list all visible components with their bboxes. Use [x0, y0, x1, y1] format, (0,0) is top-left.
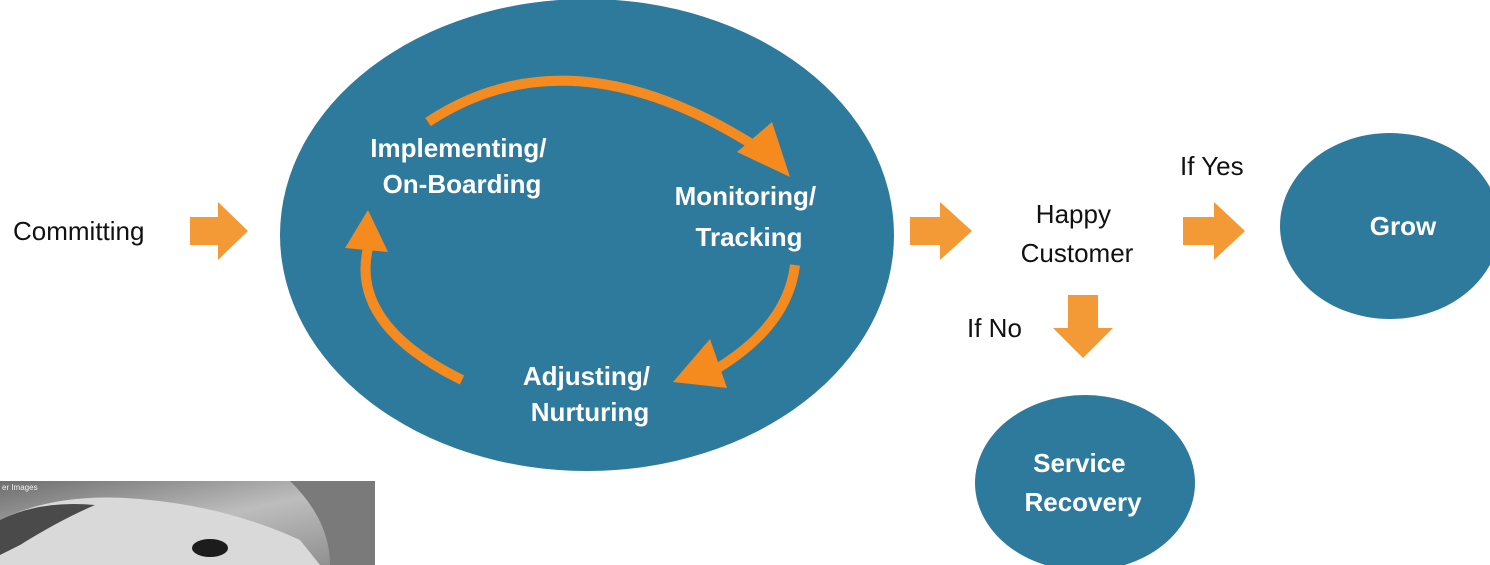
- cycle-arrowhead-right: [673, 339, 727, 388]
- cycle-arrowhead-top: [737, 122, 790, 177]
- cycle-arrow-right: [715, 264, 800, 373]
- committing-arrow: [190, 202, 248, 260]
- service-recovery-bubble: [975, 395, 1195, 565]
- cycle-arrow-left: [360, 246, 465, 385]
- grow-label: Grow: [1370, 211, 1437, 241]
- service-recovery-label: Service Recovery: [1024, 448, 1142, 517]
- outcome-arrow: [910, 202, 972, 260]
- cycle-arrows: [345, 75, 800, 388]
- happy-customer-label: Happy Customer: [1021, 199, 1134, 268]
- grow-bubble: [1280, 133, 1490, 319]
- monitoring-line-1: Monitoring/: [675, 181, 817, 211]
- happy-customer-line-2: Customer: [1021, 238, 1134, 268]
- if-no-label: If No: [967, 313, 1022, 343]
- monitoring-line-2: Tracking: [696, 222, 803, 252]
- adjusting-label: Adjusting/ Nurturing: [523, 361, 657, 427]
- implementing-line-2: On-Boarding: [383, 169, 542, 199]
- yes-arrow: [1183, 202, 1245, 260]
- cycle-arrowhead-left: [345, 210, 388, 252]
- happy-customer-line-1: Happy: [1036, 199, 1111, 229]
- if-yes-label: If Yes: [1180, 151, 1244, 181]
- adjusting-line-2: Nurturing: [531, 397, 649, 427]
- cycle-arrow-top: [425, 75, 761, 153]
- dog-photo: er Images: [0, 481, 375, 565]
- no-arrow: [1053, 295, 1113, 358]
- adjusting-line-1: Adjusting/: [523, 361, 650, 391]
- implementing-label: Implementing/ On-Boarding: [370, 133, 553, 199]
- committing-label: Committing: [13, 216, 144, 246]
- photo-caption: er Images: [2, 483, 38, 492]
- service-recovery-line-1: Service: [1033, 448, 1126, 478]
- service-recovery-line-2: Recovery: [1024, 487, 1142, 517]
- monitoring-label: Monitoring/ Tracking: [675, 181, 824, 252]
- implementing-line-1: Implementing/: [370, 133, 546, 163]
